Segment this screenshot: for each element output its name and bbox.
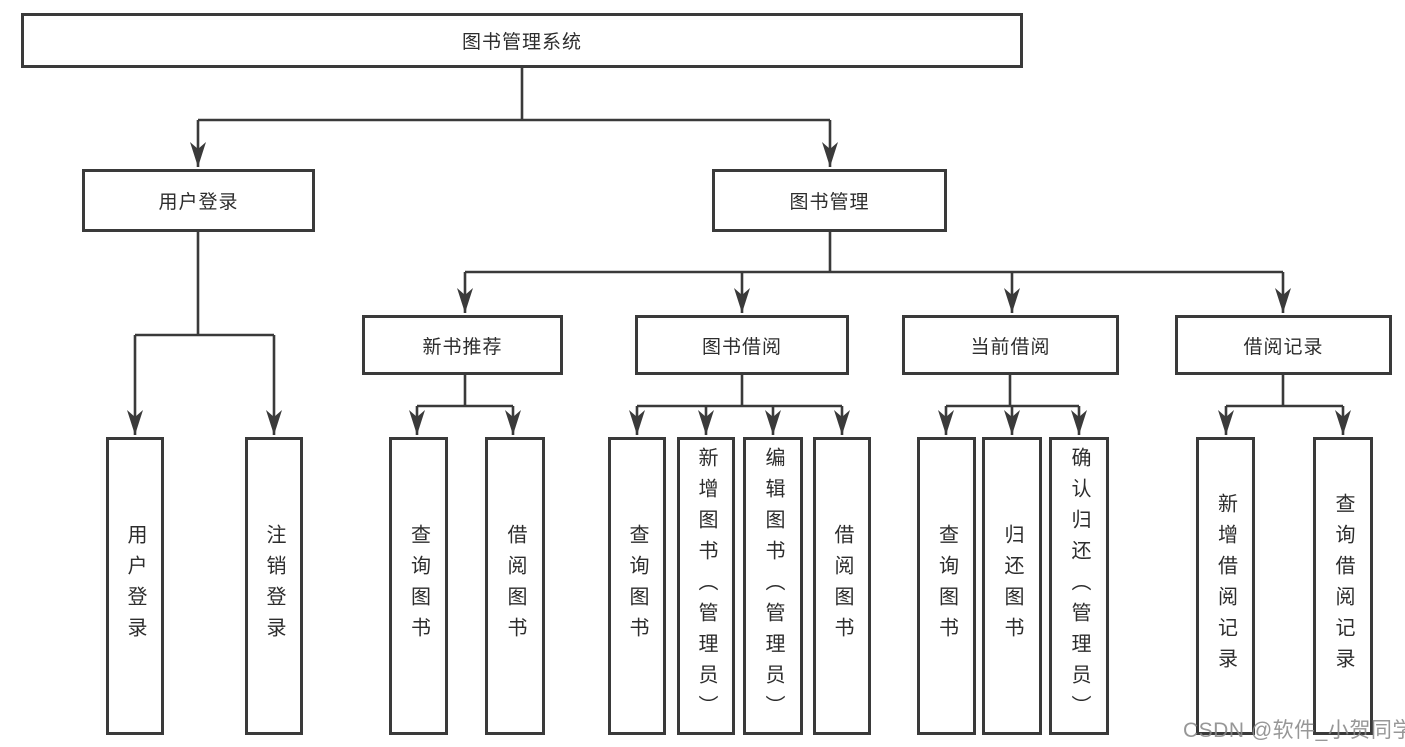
node-library-management-system: 图书管理系统 (21, 13, 1023, 68)
node-leaf-return-books: 归还图书 (982, 437, 1042, 735)
csdn-watermark: CSDN @软件_小贺同学 (1183, 719, 1405, 742)
node-leaf-user-login: 用户登录 (106, 437, 164, 735)
node-leaf-edit-books-admin: 编辑图书（管理员） (743, 437, 803, 735)
node-leaf-query-books-3: 查询图书 (917, 437, 976, 735)
node-leaf-query-borrow-record: 查询借阅记录 (1313, 437, 1373, 735)
node-leaf-add-books-admin: 新增图书（管理员） (677, 437, 735, 735)
node-leaf-borrow-books-2: 借阅图书 (813, 437, 871, 735)
node-leaf-borrow-books-1: 借阅图书 (485, 437, 545, 735)
node-current-borrow: 当前借阅 (902, 315, 1119, 375)
node-borrow-records: 借阅记录 (1175, 315, 1392, 375)
node-leaf-confirm-return-admin: 确认归还（管理员） (1049, 437, 1109, 735)
node-leaf-query-books-2: 查询图书 (608, 437, 666, 735)
node-book-borrow: 图书借阅 (635, 315, 849, 375)
node-user-login: 用户登录 (82, 169, 315, 232)
node-leaf-query-books-1: 查询图书 (389, 437, 448, 735)
node-leaf-logout: 注销登录 (245, 437, 303, 735)
node-leaf-add-borrow-record: 新增借阅记录 (1196, 437, 1255, 735)
node-new-book-recommend: 新书推荐 (362, 315, 563, 375)
node-book-management: 图书管理 (712, 169, 947, 232)
